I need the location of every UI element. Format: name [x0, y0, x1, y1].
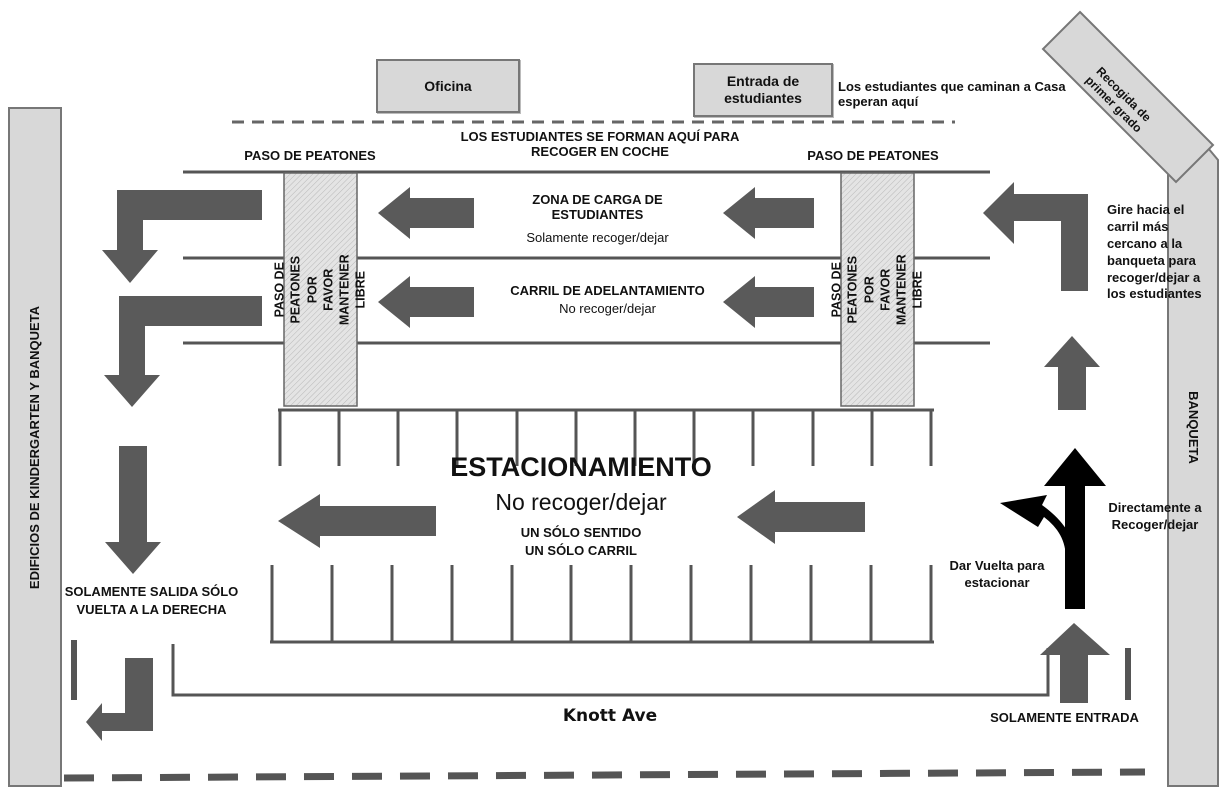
lane-arrows	[278, 187, 865, 548]
crosswalk-title-left: PASO DE PEATONES	[244, 148, 376, 163]
line-up-text: LOS ESTUDIANTES SE FORMAN AQUÍ PARA RECO…	[460, 129, 740, 159]
arrow-down-straight	[105, 446, 161, 574]
loading-zone-title: ZONA DE CARGA DE ESTUDIANTES	[532, 192, 663, 222]
parking-top-row	[278, 408, 934, 466]
one-way-label: UN SÓLO SENTIDO	[520, 525, 642, 540]
crosswalk-right-text: PASO DE PEATONES POR FAVOR MANTENER LIBR…	[829, 254, 925, 326]
arrow-entrance-up	[1040, 623, 1110, 703]
parking-title: ESTACIONAMIENTO	[450, 452, 712, 482]
first-grade-pickup-box	[1041, 10, 1215, 184]
exit-only-text: SOLAMENTE SALIDA SÓLO VUELTA A LA DERECH…	[64, 584, 239, 617]
left-flow-arrows	[86, 190, 262, 741]
crosswalk-left-text: PASO DE PEATONES POR FAVOR MANTENER LIBR…	[272, 254, 368, 326]
arrow-parking-left	[278, 494, 436, 548]
street-name: Knott Ave	[562, 706, 658, 726]
parking-bottom-row	[270, 565, 934, 644]
turn-park-text: Dar Vuelta para estacionar	[949, 558, 1045, 590]
arrow-parking-right	[737, 490, 865, 544]
arrow-loading-left	[378, 187, 474, 239]
turn-nearest-text: Gire hacia el carril más cercano a la ba…	[1107, 202, 1202, 302]
office-box: Oficina	[376, 59, 520, 113]
curb-stub-right	[1125, 648, 1131, 700]
split-arrow	[1000, 448, 1106, 609]
crosswalk-right	[840, 172, 915, 407]
one-lane-label: UN SÓLO CARRIL	[525, 543, 637, 558]
arrow-passing-left	[378, 276, 474, 328]
first-grade-pickup-label: Recogida de primer grado	[1082, 64, 1154, 136]
passing-lane-title: CARRIL DE ADELANTAMIENTO	[510, 283, 705, 298]
parking-subtitle: No recoger/dejar	[495, 489, 667, 515]
loading-zone-sub: Solamente recoger/dejar	[526, 230, 669, 245]
entrance-only-text: SOLAMENTE ENTRADA	[990, 710, 1139, 725]
student-entrance-label: Entrada de estudiantes	[724, 73, 802, 106]
sidewalk-label: BANQUETA	[1185, 390, 1201, 464]
straight-pickup-text: Directamente a Recoger/dejar	[1108, 500, 1202, 532]
arrow-passing-right	[723, 276, 814, 328]
kinder-building	[8, 107, 62, 787]
street-curb	[171, 644, 1050, 697]
arrow-straight-pickup	[1044, 448, 1106, 609]
arrow-turn-down-2	[104, 296, 262, 407]
arrow-up-to-lane	[1044, 336, 1100, 410]
kinder-building-label: EDIFICIOS DE KINDERGARTEN Y BANQUETA	[27, 305, 43, 589]
street-center-line	[63, 768, 1146, 782]
passing-lane-sub: No recoger/dejar	[559, 301, 656, 316]
arrow-turn-down-1	[102, 190, 262, 283]
arrow-exit-right-turn	[86, 658, 153, 741]
arrow-left-parking	[1000, 495, 1078, 560]
curb-stub-left	[71, 640, 77, 700]
office-label: Oficina	[424, 77, 472, 94]
crosswalk-title-right: PASO DE PEATONES	[807, 148, 939, 163]
arrow-loading-right	[723, 187, 814, 239]
student-entrance-box: Entrada de estudiantes	[693, 63, 833, 117]
right-flow-arrows	[983, 182, 1110, 703]
arrow-turn-left-up	[983, 182, 1088, 291]
walkers-note: Los estudiantes que caminan a Casa esper…	[838, 79, 1066, 109]
crosswalk-left	[283, 172, 358, 407]
